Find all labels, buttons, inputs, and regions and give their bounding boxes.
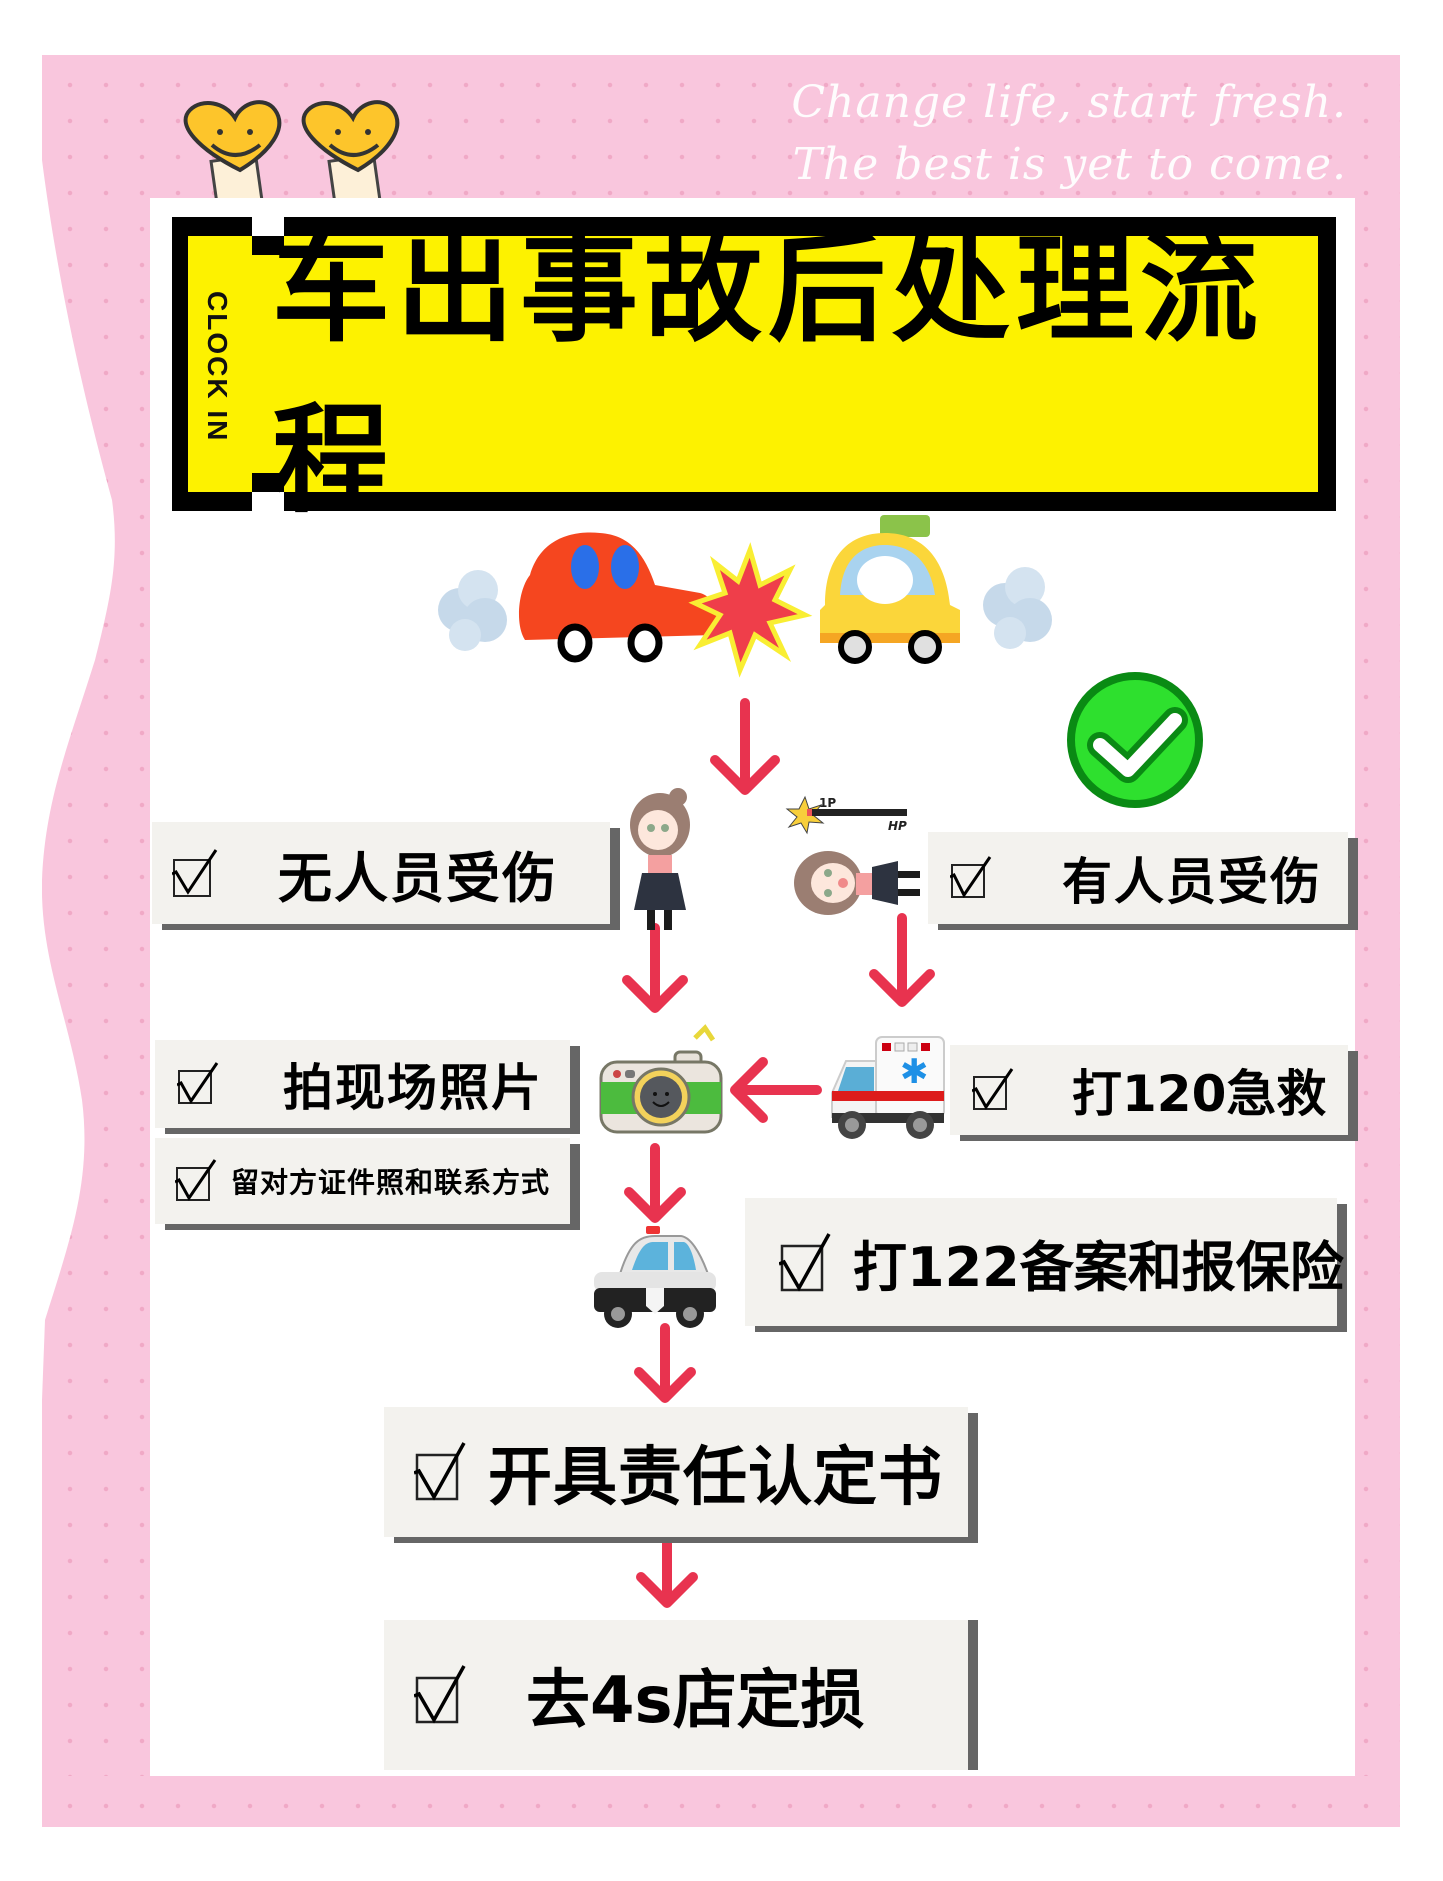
checkbox-checked-icon — [414, 1442, 466, 1501]
checkbox-checked-icon — [172, 849, 218, 897]
step-take-photos: 拍现场照片 — [155, 1040, 570, 1128]
page-title: 车出事故后处理流程 — [272, 220, 1265, 529]
yellow-car-icon — [820, 515, 960, 664]
step-call-122: 打122备案和报保险 — [745, 1198, 1344, 1326]
heart-smiley-icon — [183, 100, 282, 210]
police-car-icon — [594, 1226, 716, 1328]
svg-text:✱: ✱ — [900, 1052, 929, 1092]
svg-text:1P: 1P — [819, 796, 836, 810]
step-label: 打122备案和报保险 — [853, 1235, 1344, 1299]
step-label: 打120急救 — [1072, 1065, 1327, 1123]
step-label: 留对方证件照和联系方式 — [231, 1166, 551, 1199]
arrow-left-icon — [730, 1057, 822, 1123]
explosion-icon — [688, 542, 813, 678]
step-label: 有人员受伤 — [1062, 853, 1322, 911]
checkbox-checked-icon — [175, 1159, 217, 1201]
title-banner: CLOCK IN 车出事故后处理流程 — [172, 217, 1336, 529]
girl-lying-icon — [794, 851, 920, 915]
arrow-down-icon — [710, 698, 780, 795]
step-no-injury: 无人员受伤 — [152, 822, 610, 924]
step-call-120: 打120急救 — [950, 1045, 1348, 1135]
step-label: 无人员受伤 — [278, 846, 558, 910]
arrow-down-icon — [622, 923, 688, 1013]
title-banner-fill — [188, 236, 1318, 492]
step-label: 去4s店定损 — [526, 1664, 865, 1738]
step-label: 开具责任认定书 — [488, 1441, 943, 1515]
step-injury: 有人员受伤 — [928, 832, 1348, 924]
checkbox-checked-icon — [414, 1665, 466, 1724]
checkbox-checked-icon — [972, 1068, 1014, 1110]
green-check-circle-icon — [1063, 668, 1207, 812]
checkbox-checked-icon — [177, 1062, 219, 1104]
camera-icon — [599, 1024, 723, 1134]
checkbox-checked-icon — [779, 1233, 831, 1292]
smoke-cloud-icon — [983, 567, 1052, 649]
pink-bottom-border — [42, 1776, 1400, 1827]
smoke-cloud-icon — [438, 570, 507, 651]
red-car-icon — [518, 532, 717, 663]
slogan-line-1: Change life, start fresh. — [791, 77, 1347, 128]
arrow-down-icon — [869, 913, 935, 1007]
step-4s-assessment: 去4s店定损 — [384, 1620, 968, 1770]
step-label: 拍现场照片 — [283, 1059, 543, 1117]
car-collision-illustration — [438, 515, 1052, 678]
hp-bar-icon: 1P HP — [785, 795, 907, 835]
arrow-down-icon — [636, 1528, 698, 1608]
checkbox-checked-icon — [950, 856, 992, 898]
wavy-left-edge — [0, 0, 160, 1881]
clock-in-badge: CLOCK IN — [202, 291, 233, 443]
step-liability-report: 开具责任认定书 — [384, 1407, 968, 1537]
slogan-line-2: The best is yet to come. — [792, 139, 1347, 190]
ambulance-icon: ✱ — [831, 1036, 945, 1139]
svg-text:HP: HP — [888, 819, 907, 833]
arrow-down-icon — [634, 1323, 696, 1403]
arrow-down-icon — [624, 1143, 686, 1223]
step-keep-id-contact: 留对方证件照和联系方式 — [155, 1138, 570, 1224]
girl-standing-icon — [630, 788, 690, 930]
slogan: Change life, start fresh. The best is ye… — [791, 72, 1347, 196]
